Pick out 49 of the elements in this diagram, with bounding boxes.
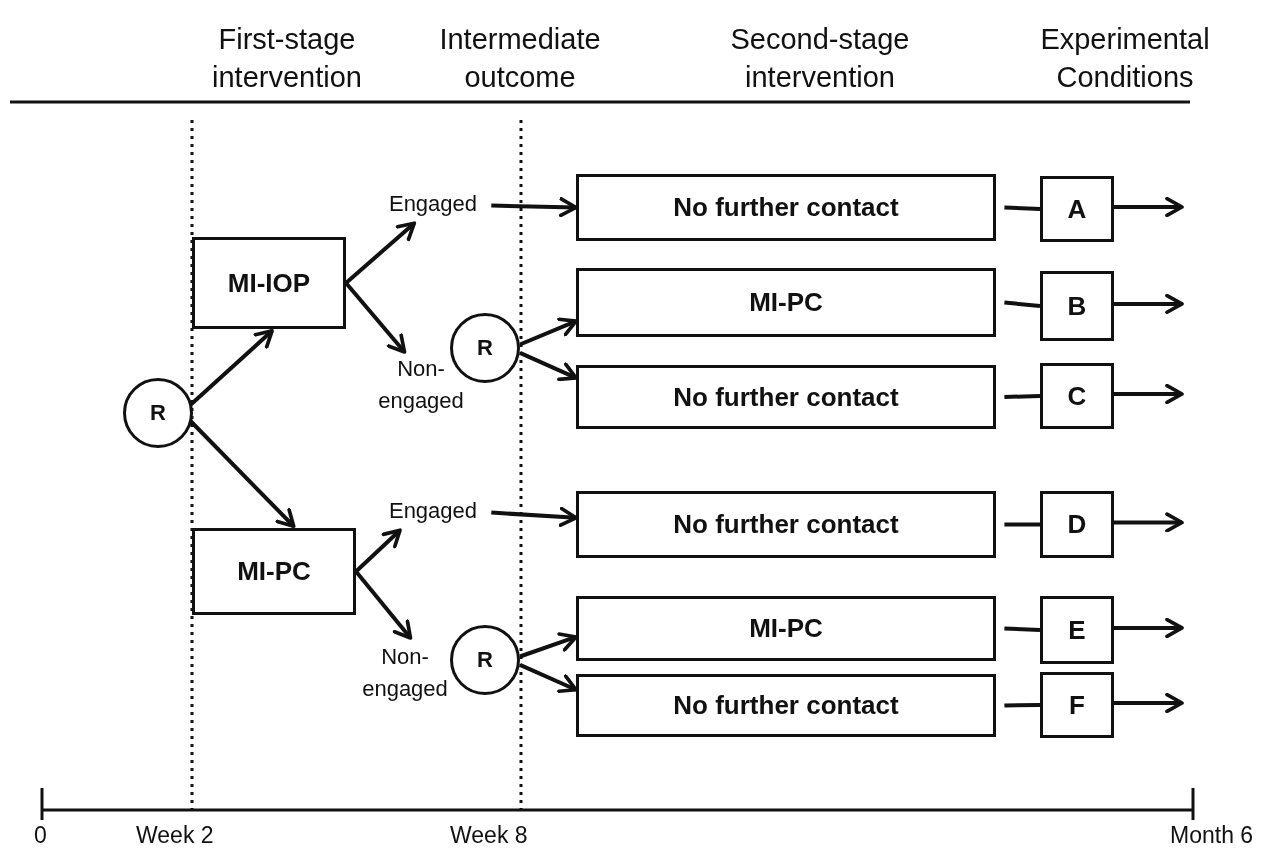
treatment-box: No further contact	[576, 491, 996, 558]
arrow	[344, 281, 407, 354]
randomization-circle: R	[450, 313, 520, 383]
arrow	[491, 197, 578, 218]
column-heading: Experimental Conditions	[1039, 22, 1211, 95]
column-heading: Intermediate outcome	[438, 22, 602, 95]
timeline-label: Week 2	[136, 822, 214, 849]
connector-line	[1004, 522, 1040, 527]
treatment-box: D	[1040, 491, 1114, 558]
arrow	[1114, 196, 1184, 218]
arrow	[1114, 692, 1184, 714]
arrow	[1114, 617, 1184, 639]
arrow	[1114, 293, 1184, 315]
arrow	[344, 221, 417, 285]
randomization-circle: R	[123, 378, 193, 448]
connector-line	[1004, 626, 1041, 632]
arrow	[1114, 383, 1184, 405]
arrow	[519, 663, 578, 694]
treatment-box: No further contact	[576, 174, 996, 241]
arrow	[519, 632, 578, 659]
column-heading: First-stage intervention	[211, 22, 363, 95]
treatment-box: E	[1040, 596, 1114, 664]
treatment-box: MI-PC	[192, 528, 356, 615]
randomization-circle: R	[450, 625, 520, 695]
treatment-box: A	[1040, 176, 1114, 242]
column-heading: Second-stage intervention	[729, 22, 911, 95]
arrow	[519, 351, 578, 382]
arrow	[491, 506, 578, 528]
arrow	[1114, 512, 1184, 533]
treatment-box: MI-IOP	[192, 237, 346, 329]
treatment-box: MI-PC	[576, 596, 996, 661]
timeline-label: 0	[34, 822, 47, 849]
arrow	[354, 570, 413, 640]
treatment-box: C	[1040, 363, 1114, 429]
treatment-box: No further contact	[576, 674, 996, 737]
connector-line	[1004, 703, 1041, 708]
arrow	[354, 528, 402, 573]
connector-line	[1004, 394, 1041, 399]
connector-line	[1004, 205, 1041, 211]
treatment-box: MI-PC	[576, 268, 996, 337]
treatment-box: No further contact	[576, 365, 996, 429]
connector-line	[1004, 300, 1041, 308]
outcome-label: Engaged	[378, 188, 488, 220]
timeline-label: Week 8	[450, 822, 528, 849]
timeline-label: Month 6	[1170, 822, 1254, 849]
outcome-label: Engaged	[378, 495, 488, 527]
treatment-box: F	[1040, 672, 1114, 738]
treatment-box: B	[1040, 271, 1114, 341]
arrow	[519, 317, 578, 347]
